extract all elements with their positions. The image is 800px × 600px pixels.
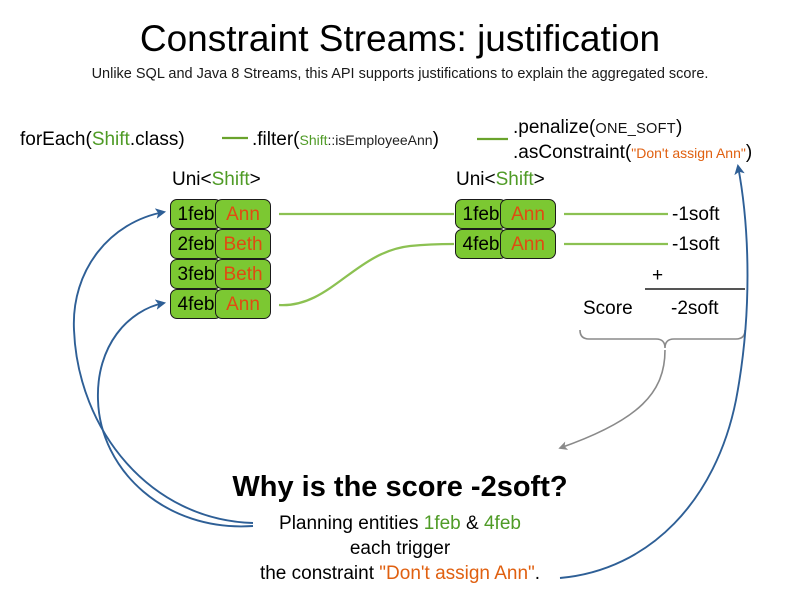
asconstraint-call: .asConstraint( xyxy=(513,142,632,163)
filter-method: ::isEmployeeAnn xyxy=(327,132,433,148)
explanation-line-3: the constraint "Don't assign Ann". xyxy=(0,561,800,586)
fact-date: 4feb xyxy=(455,229,507,259)
penalize-call: .penalize( xyxy=(513,117,596,138)
fact-row[interactable]: 2feb Beth xyxy=(170,229,271,259)
explanation-line-1: Planning entities 1feb & 4feb xyxy=(0,511,800,536)
fact-date: 2feb xyxy=(170,229,222,259)
penalize-tail: ) xyxy=(675,117,683,138)
entity-1feb: 1feb xyxy=(423,513,461,534)
fact-list-left: 1feb Ann 2feb Beth 3feb Beth 4feb Ann xyxy=(170,199,271,319)
fact-list-right: 1feb Ann 4feb Ann xyxy=(455,199,556,259)
fact-employee: Beth xyxy=(215,259,271,289)
fact-date: 3feb xyxy=(170,259,222,289)
penalty-value-1: -1soft xyxy=(672,204,720,225)
penalty-value-2: -1soft xyxy=(672,234,720,255)
sum-operator: + xyxy=(652,265,664,286)
stream-connector-4feb xyxy=(278,242,455,307)
fact-date: 1feb xyxy=(455,199,507,229)
fact-row[interactable]: 4feb Ann xyxy=(455,229,556,259)
score-total: -2soft xyxy=(671,298,719,319)
line3-suffix: . xyxy=(534,563,541,584)
line1-mid: & xyxy=(460,513,484,534)
stream-label-right: Uni<Shift> xyxy=(456,170,545,189)
filter-tail: ) xyxy=(432,129,439,150)
page-title: Constraint Streams: justification xyxy=(139,18,661,59)
uni-prefix: Uni< xyxy=(456,169,496,190)
code-penalize: .penalize(ONE_SOFT) xyxy=(513,118,682,137)
uni-suffix: > xyxy=(533,169,545,190)
uni-prefix: Uni< xyxy=(172,169,212,190)
asconstraint-tail: ) xyxy=(745,142,753,163)
constraint-name: "Don't assign Ann" xyxy=(379,563,535,584)
foreach-call: forEach( xyxy=(20,129,92,150)
code-filter: .filter(Shift::isEmployeeAnn) xyxy=(252,130,439,149)
asconstraint-arg: "Don't assign Ann" xyxy=(631,145,746,161)
stream-label-left: Uni<Shift> xyxy=(172,170,261,189)
line3-prefix: the constraint xyxy=(259,563,380,584)
fact-employee: Ann xyxy=(500,199,556,229)
fact-row[interactable]: 4feb Ann xyxy=(170,289,271,319)
explanation-body: Planning entities 1feb & 4feb each trigg… xyxy=(0,511,800,586)
score-brace xyxy=(579,329,746,349)
uni-suffix: > xyxy=(249,169,261,190)
fact-employee: Beth xyxy=(215,229,271,259)
fact-employee: Ann xyxy=(215,199,271,229)
explanation-line-2: each trigger xyxy=(349,538,451,559)
line1-prefix: Planning entities xyxy=(279,513,424,534)
fact-row[interactable]: 3feb Beth xyxy=(170,259,271,289)
fact-row[interactable]: 1feb Ann xyxy=(170,199,271,229)
score-explain-arrow xyxy=(558,349,666,450)
code-asconstraint: .asConstraint("Don't assign Ann") xyxy=(513,143,752,162)
filter-type: Shift xyxy=(299,132,328,148)
fact-row[interactable]: 1feb Ann xyxy=(455,199,556,229)
code-foreach: forEach(Shift.class) xyxy=(20,130,185,149)
fact-employee: Ann xyxy=(500,229,556,259)
score-label: Score xyxy=(583,298,633,319)
fact-employee: Ann xyxy=(215,289,271,319)
foreach-type: Shift xyxy=(91,129,130,150)
foreach-tail: .class) xyxy=(129,129,185,150)
filter-call: .filter( xyxy=(252,129,300,150)
penalize-arg: ONE_SOFT xyxy=(595,121,676,137)
uni-type: Shift xyxy=(211,169,250,190)
page-subtitle: Unlike SQL and Java 8 Streams, this API … xyxy=(91,66,709,82)
uni-type: Shift xyxy=(495,169,534,190)
explanation-question: Why is the score -2soft? xyxy=(232,471,568,503)
fact-date: 1feb xyxy=(170,199,222,229)
entity-4feb: 4feb xyxy=(483,513,521,534)
